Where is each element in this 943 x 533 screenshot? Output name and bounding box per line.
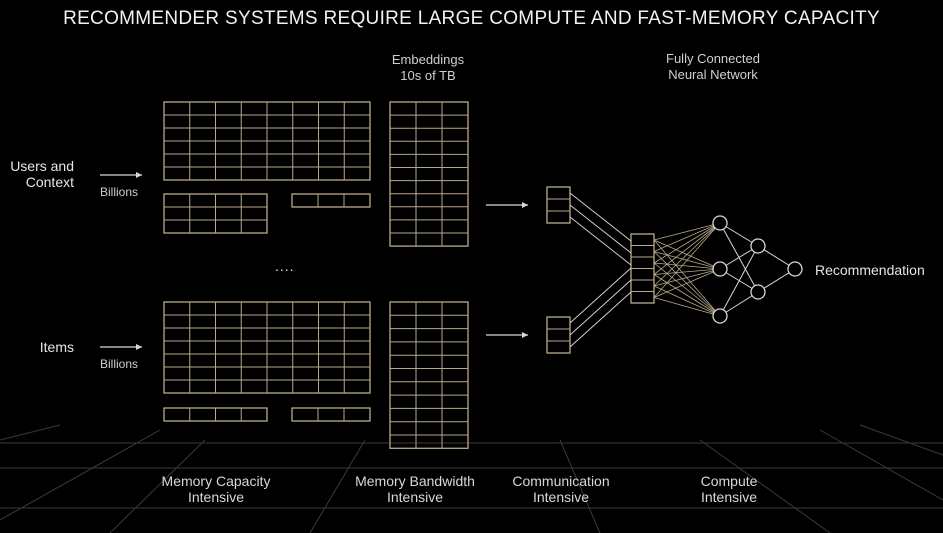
footer-3-line2: Intensive xyxy=(700,489,758,505)
items-vector xyxy=(546,316,571,354)
items-label: Items xyxy=(39,339,74,355)
concat-to-layer1-line xyxy=(653,285,721,317)
users-to-concat-line xyxy=(569,216,632,266)
embedding-tables xyxy=(163,101,655,449)
items-to-concat-line xyxy=(569,267,632,324)
concat-to-layer1-line xyxy=(653,268,721,298)
footer-2-line1: Communication xyxy=(512,473,610,489)
users-arrow-head xyxy=(136,172,142,178)
users-to-concat-line xyxy=(569,192,632,242)
concat-to-layer1-line xyxy=(653,222,721,241)
footer-0-line2: Intensive xyxy=(187,489,245,505)
neuron-node xyxy=(750,284,766,300)
floor-line xyxy=(109,439,206,533)
users-embedding-table xyxy=(389,101,469,247)
concat-to-layer1-line xyxy=(653,262,721,317)
neuron-node xyxy=(712,308,728,324)
users-table-small-a xyxy=(163,193,268,234)
neural-network xyxy=(569,192,803,348)
users-embedding-arrow-head xyxy=(522,202,528,208)
layer1-to-layer2-line xyxy=(719,245,759,317)
users-vector-frame xyxy=(546,186,571,224)
page-title: RECOMMENDER SYSTEMS REQUIRE LARGE COMPUT… xyxy=(63,8,880,29)
items-count-label: Billions xyxy=(100,357,139,371)
perspective-floor xyxy=(0,424,943,533)
ellipsis: .... xyxy=(275,258,295,274)
items-to-concat-line xyxy=(569,291,632,348)
neuron-node xyxy=(750,238,766,254)
footer-2-line2: Intensive xyxy=(532,489,590,505)
items-arrow-head xyxy=(136,344,142,350)
footer-memory-capacity: Memory Capacity Intensive xyxy=(145,473,287,505)
users-count-label: Billions xyxy=(100,185,139,199)
flow-arrows xyxy=(100,172,528,350)
floor-line xyxy=(0,429,161,521)
network-label-line2: Neural Network xyxy=(668,67,758,82)
footer-compute: Compute Intensive xyxy=(680,473,778,505)
items-vector-frame xyxy=(546,316,571,354)
network-label: Fully Connected Neural Network xyxy=(633,51,793,83)
embeddings-label: Embeddings 10s of TB xyxy=(368,52,488,84)
recommendation-label: Recommendation xyxy=(815,262,925,278)
users-label-line2: Context xyxy=(25,174,74,190)
concat-to-layer1-line xyxy=(653,262,721,270)
users-context-label: Users and Context xyxy=(0,158,74,190)
footer-1-line2: Intensive xyxy=(386,489,444,505)
users-vector xyxy=(546,186,571,224)
floor-line xyxy=(819,429,943,501)
concat-to-layer1-line xyxy=(653,222,721,275)
concat-to-layer1-line xyxy=(653,222,721,298)
items-embedding-table-frame xyxy=(389,301,469,449)
footer-0-line1: Memory Capacity xyxy=(161,473,271,489)
concat-to-layer1-line xyxy=(653,274,721,317)
users-table-small-b-frame xyxy=(291,193,371,208)
users-table-small-b xyxy=(291,193,371,208)
embeddings-label-line2: 10s of TB xyxy=(400,68,456,83)
items-embedding-arrow-head xyxy=(522,332,528,338)
users-to-concat-line xyxy=(569,204,632,254)
items-table-small-a xyxy=(163,407,268,422)
floor-line xyxy=(859,424,943,456)
footer-memory-bandwidth: Memory Bandwidth Intensive xyxy=(340,473,490,505)
neuron-node xyxy=(712,261,728,277)
concat-to-layer1-line xyxy=(653,297,721,317)
users-label-line1: Users and xyxy=(10,158,74,174)
floor-line xyxy=(0,424,61,441)
items-to-concat-line xyxy=(569,279,632,336)
floor-line xyxy=(699,439,831,533)
floor-line xyxy=(559,439,601,533)
users-table-large xyxy=(163,101,371,181)
concat-to-layer1-line xyxy=(653,222,721,264)
network-label-line1: Fully Connected xyxy=(666,51,760,66)
items-table-large xyxy=(163,301,371,394)
concat-to-layer1-line xyxy=(653,222,721,287)
footer-1-line1: Memory Bandwidth xyxy=(355,473,475,489)
items-table-small-b-frame xyxy=(291,407,371,422)
items-table-small-b xyxy=(291,407,371,422)
items-embedding-table xyxy=(389,301,469,449)
floor-line xyxy=(309,439,366,533)
embeddings-label-line1: Embeddings xyxy=(391,52,465,67)
concat-to-layer1-line xyxy=(653,251,721,317)
users-embedding-table-frame xyxy=(389,101,469,247)
output-node xyxy=(787,261,803,277)
concat-to-layer1-line xyxy=(653,239,721,317)
footer-3-line1: Compute xyxy=(700,473,758,489)
concat-to-layer1-line xyxy=(653,268,721,275)
concat-to-layer1-line xyxy=(653,222,721,252)
concat-vector xyxy=(630,233,655,304)
concat-to-layer1-line xyxy=(653,268,721,287)
footer-communication: Communication Intensive xyxy=(500,473,622,505)
neuron-node xyxy=(712,215,728,231)
